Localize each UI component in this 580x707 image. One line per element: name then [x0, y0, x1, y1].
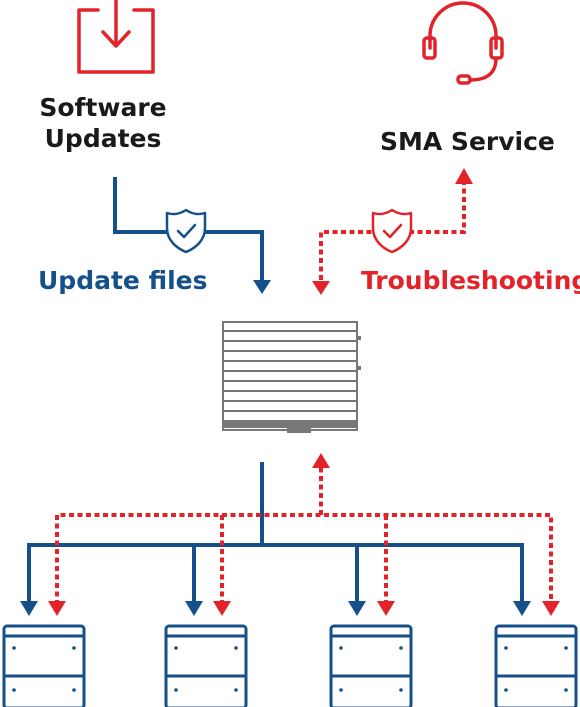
software-updates-label-line1: Software — [39, 93, 167, 122]
update-flow-line — [113, 177, 264, 284]
update-distribution-lines — [27, 462, 524, 605]
update-flow-arrowhead — [253, 280, 271, 294]
inverter-device-icon — [164, 624, 248, 707]
headset-icon — [422, 1, 504, 85]
update-arrowheads — [20, 601, 531, 616]
inverter-device-icon — [329, 624, 413, 707]
service-flow-line — [319, 183, 466, 280]
inverter-device-icon — [2, 624, 86, 707]
service-return-lines — [55, 467, 553, 605]
download-tray-icon — [77, 0, 155, 74]
service-arrowheads — [48, 453, 560, 616]
inverter-device-icon — [494, 624, 578, 707]
software-updates-label-line2: Updates — [44, 124, 162, 154]
software-updates-label: Software Updates — [30, 92, 176, 155]
shield-check-icon — [165, 208, 207, 254]
update-files-label: Update files — [38, 266, 208, 295]
shield-check-icon — [371, 208, 413, 254]
sma-service-label: SMA Service — [380, 127, 555, 156]
service-up-arrowhead — [455, 168, 473, 184]
data-manager-device-icon — [222, 321, 361, 433]
troubleshooting-label: Troubleshooting — [361, 266, 580, 295]
service-down-arrowhead — [312, 281, 330, 295]
